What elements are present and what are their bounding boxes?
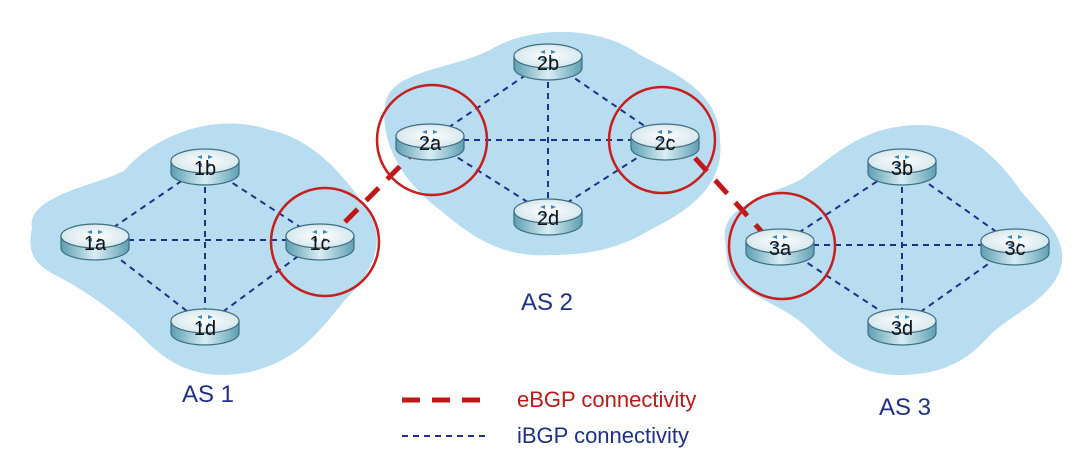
as2-label: AS 2 bbox=[521, 289, 573, 316]
router-3b: 3b bbox=[867, 148, 937, 186]
router-3b-label: 3b bbox=[891, 158, 913, 180]
router-1c-label: 1c bbox=[309, 233, 330, 255]
legend-ibgp-label: iBGP connectivity bbox=[517, 423, 689, 448]
legend: eBGP connectivity iBGP connectivity bbox=[402, 387, 696, 448]
router-1d: 1d bbox=[170, 308, 240, 346]
router-1c: 1c bbox=[285, 223, 355, 261]
as1-cloud bbox=[30, 123, 377, 375]
ebgp-link-1c-2a bbox=[343, 146, 420, 224]
router-2b: 2b bbox=[513, 43, 583, 81]
router-3a-label: 3a bbox=[769, 238, 792, 260]
highlight-circle-2c bbox=[607, 85, 717, 195]
as1-label: AS 1 bbox=[182, 381, 234, 408]
router-2c: 2c bbox=[630, 123, 700, 161]
as3-cloud bbox=[724, 125, 1063, 375]
router-2a-label: 2a bbox=[419, 133, 442, 155]
router-2d-label: 2d bbox=[537, 208, 559, 230]
router-3d: 3d bbox=[867, 308, 937, 346]
legend-ebgp-label: eBGP connectivity bbox=[517, 387, 696, 412]
highlight-circle-1c bbox=[269, 186, 381, 298]
router-1a: 1a bbox=[60, 223, 130, 261]
router-2a: 2a bbox=[395, 123, 465, 161]
highlight-circle-2a bbox=[375, 83, 489, 197]
as3-label: AS 3 bbox=[879, 394, 931, 421]
as2-cloud bbox=[384, 31, 721, 256]
router-1b-label: 1b bbox=[194, 158, 216, 180]
router-3c: 3c bbox=[980, 228, 1050, 266]
router-3a: 3a bbox=[745, 228, 815, 266]
router-1b: 1b bbox=[170, 148, 240, 186]
highlight-circle-3a bbox=[727, 191, 837, 301]
router-1d-label: 1d bbox=[194, 318, 216, 340]
router-2d: 2d bbox=[513, 198, 583, 236]
router-2b-label: 2b bbox=[537, 53, 559, 75]
router-3d-label: 3d bbox=[891, 318, 913, 340]
router-2c-label: 2c bbox=[654, 133, 675, 155]
router-1a-label: 1a bbox=[84, 233, 107, 255]
router-3c-label: 3c bbox=[1004, 238, 1025, 260]
